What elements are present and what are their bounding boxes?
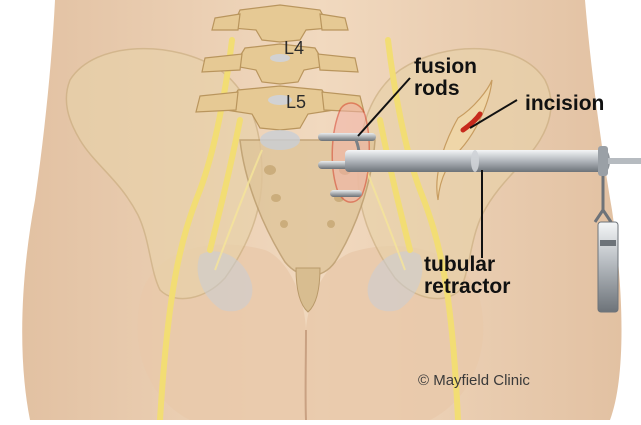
label-fusion-rods: fusion rods: [414, 56, 477, 100]
label-l5: L5: [286, 92, 306, 113]
copyright-text: © Mayfield Clinic: [418, 372, 530, 389]
label-tubular-retractor: tubular retractor: [424, 254, 510, 298]
label-fusion-rods-line1: fusion: [414, 56, 477, 78]
label-tubular-retractor-line2: retractor: [424, 276, 510, 298]
label-incision: incision: [525, 93, 604, 115]
label-tubular-retractor-line1: tubular: [424, 254, 510, 276]
label-fusion-rods-line2: rods: [414, 78, 477, 100]
label-l4: L4: [284, 38, 304, 59]
